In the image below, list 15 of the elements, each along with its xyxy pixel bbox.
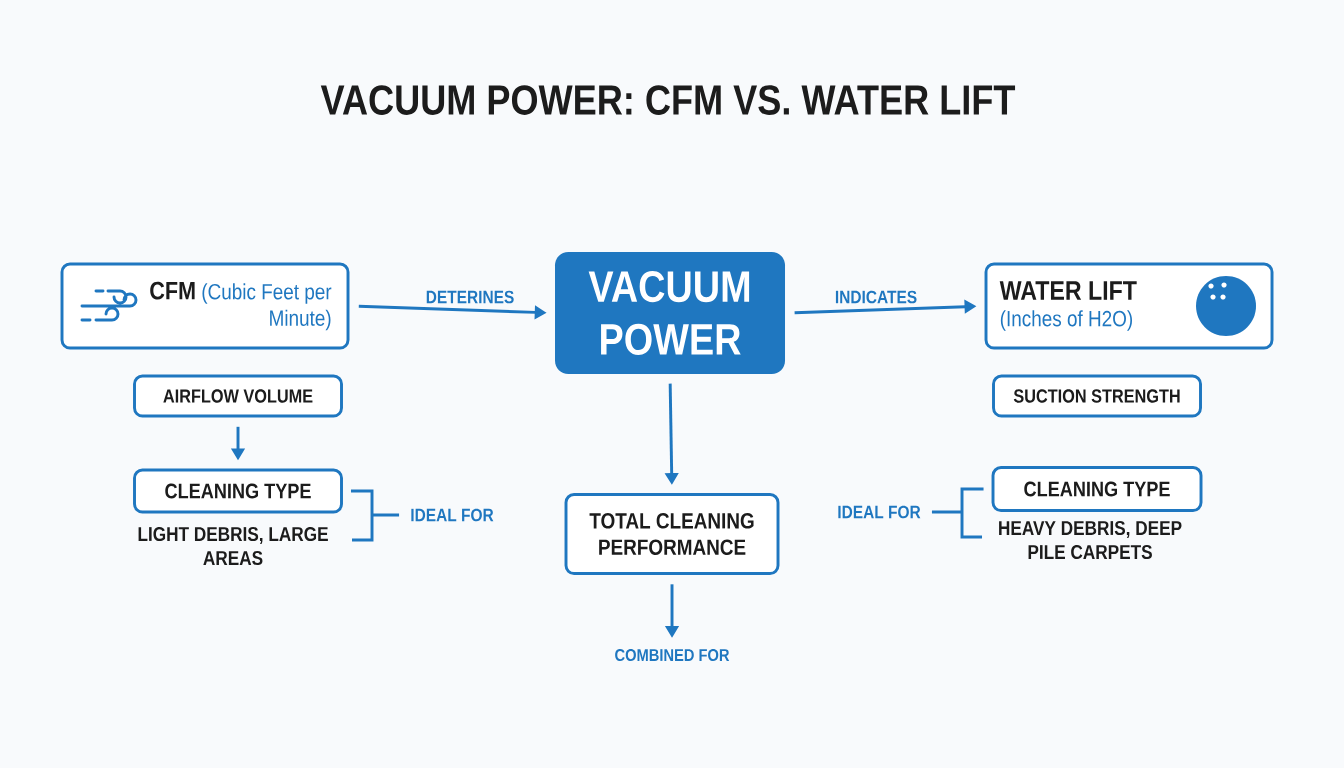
info-box: CFM (Cubic Feet per Minute) [60,262,350,350]
note-text: HEAVY DEBRIS, DEEP PILE CARPETS [999,520,1182,560]
tag-box: CLEANING TYPE [133,468,343,514]
arrow [930,487,985,539]
flow-text: IDEAL FOR [411,508,494,522]
flow-text: COMBINED FOR [615,648,730,662]
title: VACUUM POWER: CFM VS. WATER LIFT [320,85,1016,115]
tag-box: AIRFLOW VOLUME [133,374,343,418]
result-box: TOTAL CLEANING PERFORMANCE [564,493,780,575]
tag-box: SUCTION STRENGTH [992,374,1202,418]
arrow [349,489,401,542]
note-text: LIGHT DEBRIS, LARGE AREAS [138,526,328,566]
tag-box: CLEANING TYPE [991,466,1203,512]
flow-text: IDEAL FOR [838,505,921,519]
main-box: VACUUM POWER [555,252,785,374]
